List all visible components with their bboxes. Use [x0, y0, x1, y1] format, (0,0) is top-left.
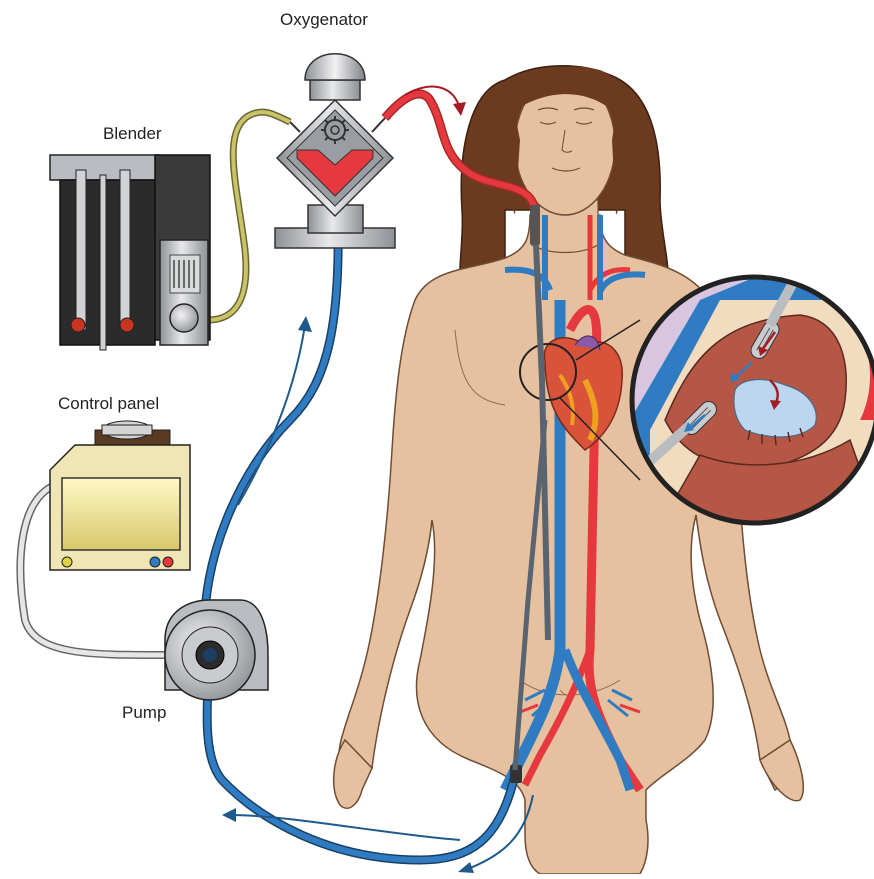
- blender-label: Blender: [103, 124, 162, 144]
- oxygenator: [275, 54, 395, 248]
- control-panel-label: Control panel: [58, 394, 159, 414]
- pump-label: Pump: [122, 703, 166, 723]
- control-panel-device: [50, 421, 190, 570]
- gas-line: [208, 112, 290, 320]
- pump-to-oxygenator-line: [205, 210, 339, 640]
- oxygenator-label: Oxygenator: [280, 10, 368, 30]
- blender-device: [50, 155, 210, 350]
- pump-device: [165, 600, 268, 700]
